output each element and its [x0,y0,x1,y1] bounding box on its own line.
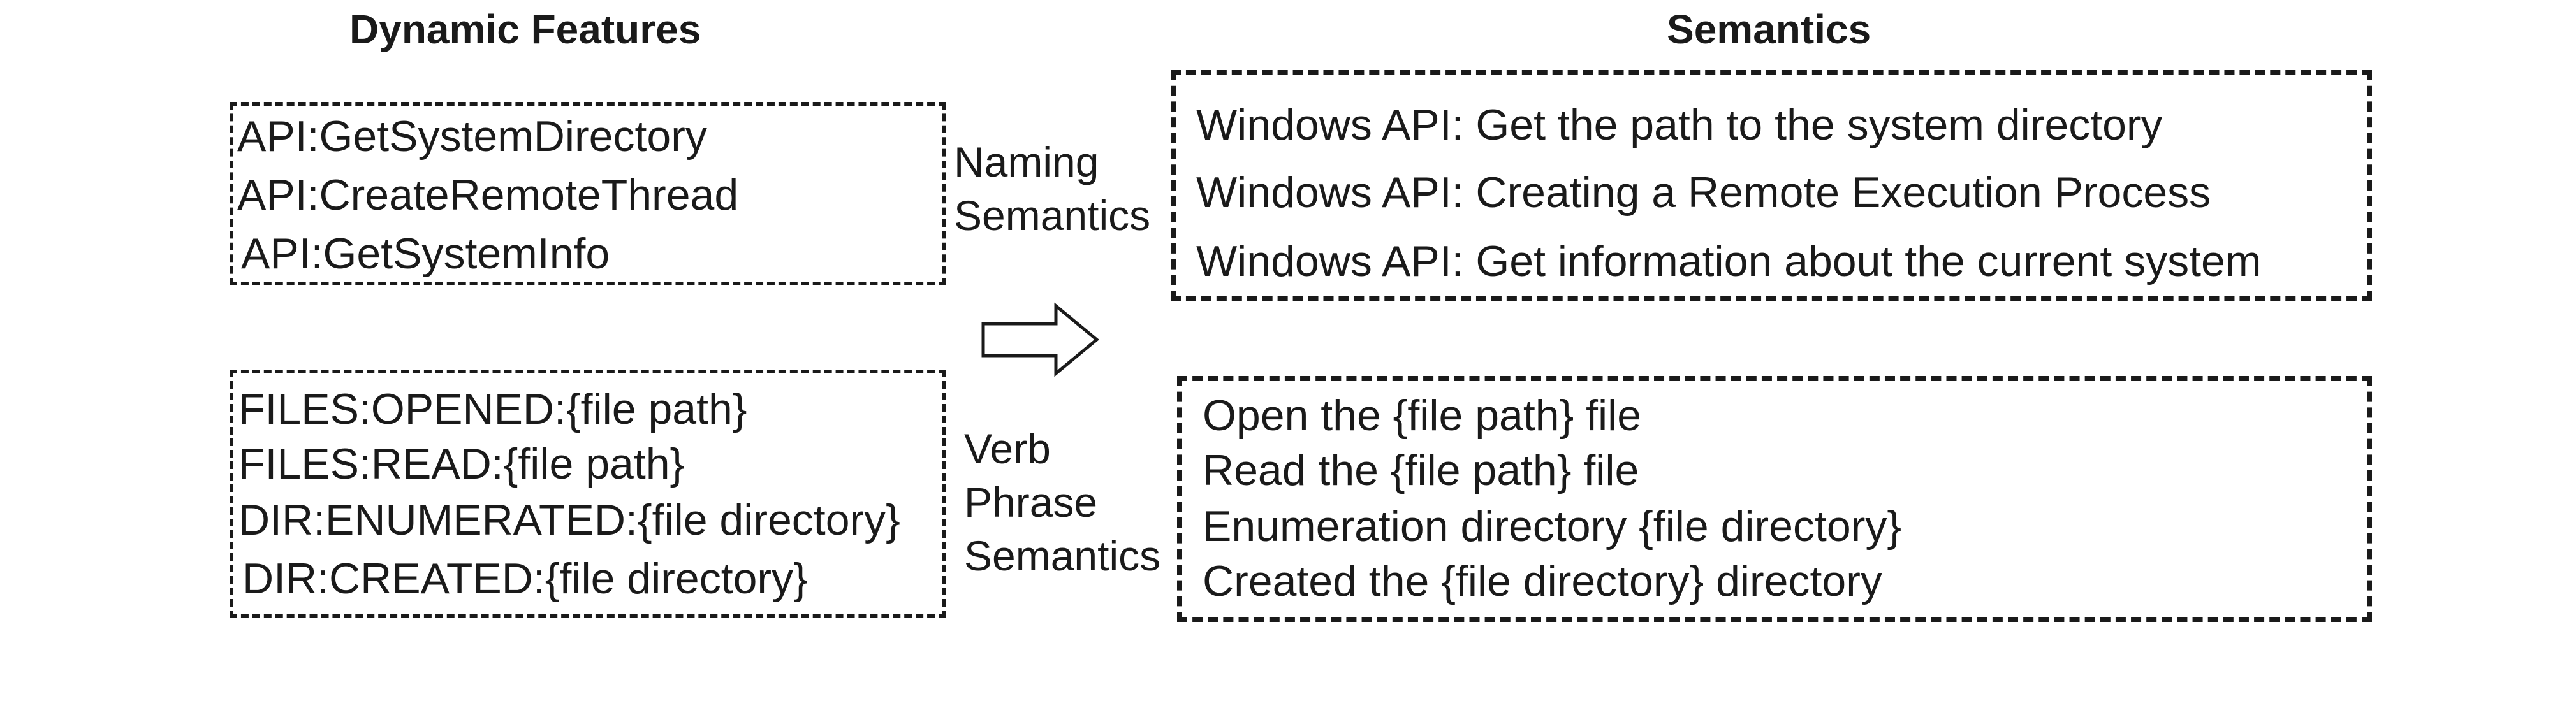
naming-semantics-box [1171,70,2372,301]
verb-phrase-semantics-label: Verb [964,425,1051,472]
verb-phrase-semantics-box [1177,376,2372,622]
verb-semantic-item: Created the {file directory} directory [1203,557,1882,605]
behavior-features-box [230,370,946,618]
behavior-feature-item: FILES:READ:{file path} [238,440,685,488]
naming-semantics-label: Semantics [954,192,1151,239]
api-feature-item: API:CreateRemoteThread [237,171,739,219]
naming-semantic-item: Windows API: Get the path to the system … [1196,101,2163,149]
semantics-heading: Semantics [1667,6,1871,52]
naming-semantic-item: Windows API: Creating a Remote Execution… [1196,168,2211,217]
api-features-box [230,102,946,285]
verb-phrase-semantics-label: Semantics [964,532,1161,579]
behavior-feature-item: FILES:OPENED:{file path} [238,385,747,433]
api-feature-item: API:GetSystemDirectory [237,112,707,161]
verb-semantic-item: Open the {file path} file [1203,391,1642,440]
behavior-feature-item: DIR:ENUMERATED:{file directory} [238,496,900,544]
right-arrow-icon [981,302,1099,377]
dynamic-features-heading: Dynamic Features [349,6,701,52]
behavior-feature-item: DIR:CREATED:{file directory} [242,554,808,603]
naming-semantic-item: Windows API: Get information about the c… [1196,237,2262,285]
verb-semantic-item: Read the {file path} file [1203,446,1639,495]
api-feature-item: API:GetSystemInfo [241,229,610,278]
naming-semantics-label: Naming [954,138,1099,185]
verb-semantic-item: Enumeration directory {file directory} [1203,502,1902,551]
verb-phrase-semantics-label: Phrase [964,479,1098,526]
